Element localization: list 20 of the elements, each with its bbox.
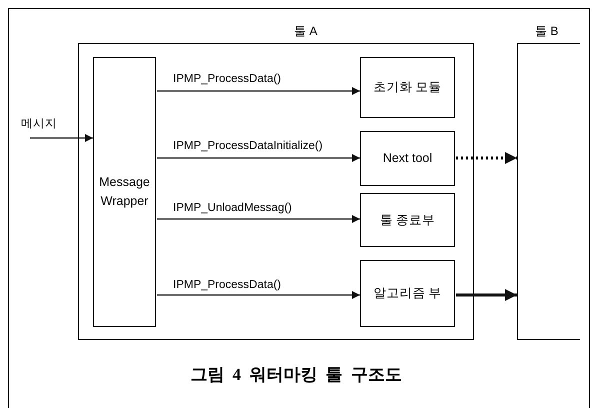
arrow <box>157 215 360 223</box>
module-box: 툴 종료부 <box>360 193 455 247</box>
edge-label: IPMP_UnloadMessag() <box>172 202 293 214</box>
module-box: Message Wrapper <box>93 57 156 327</box>
edge-label: IPMP_ProcessData() <box>172 73 282 85</box>
module-box: 초기화 모듈 <box>360 57 455 118</box>
figure-caption: 그림 4 워터마킹 툴 구조도 <box>189 364 403 386</box>
arrow <box>456 152 517 164</box>
arrow <box>30 134 93 142</box>
module-box: Next tool <box>360 131 455 186</box>
module-box: 알고리즘 부 <box>360 260 455 327</box>
edge-label: IPMP_ProcessData() <box>172 279 282 291</box>
arrow <box>157 87 360 95</box>
tool-heading: 툴 A <box>294 23 318 40</box>
arrow <box>157 154 360 162</box>
arrow <box>456 289 517 301</box>
edge-label: 메시지 <box>20 116 58 131</box>
tool-heading: 툴 B <box>535 23 558 40</box>
edge-label: IPMP_ProcessDataInitialize() <box>172 140 324 152</box>
arrow <box>157 291 360 299</box>
